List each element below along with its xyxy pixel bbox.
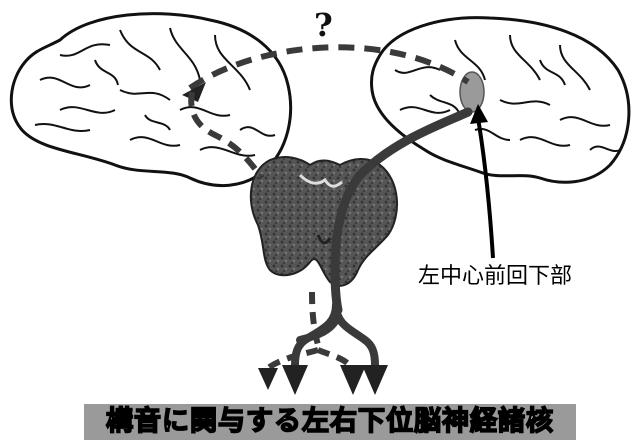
right-hemisphere (371, 18, 628, 183)
nuclei-arrowheads (258, 365, 388, 395)
caption-text: 構音に関与する左右下位脳神経諸核 (84, 404, 576, 440)
brainstem-section (251, 157, 397, 286)
arrowhead-4 (362, 365, 388, 395)
arrowhead-1 (258, 368, 278, 390)
caption-banner: 構音に関与する左右下位脳神経諸核 (84, 404, 576, 440)
lower-branches (295, 305, 375, 365)
arrowhead-3 (340, 365, 366, 395)
question-mark: ? (314, 6, 333, 44)
arrowhead-2 (282, 365, 308, 395)
lesion-label: 左中心前回下部 (418, 264, 572, 289)
